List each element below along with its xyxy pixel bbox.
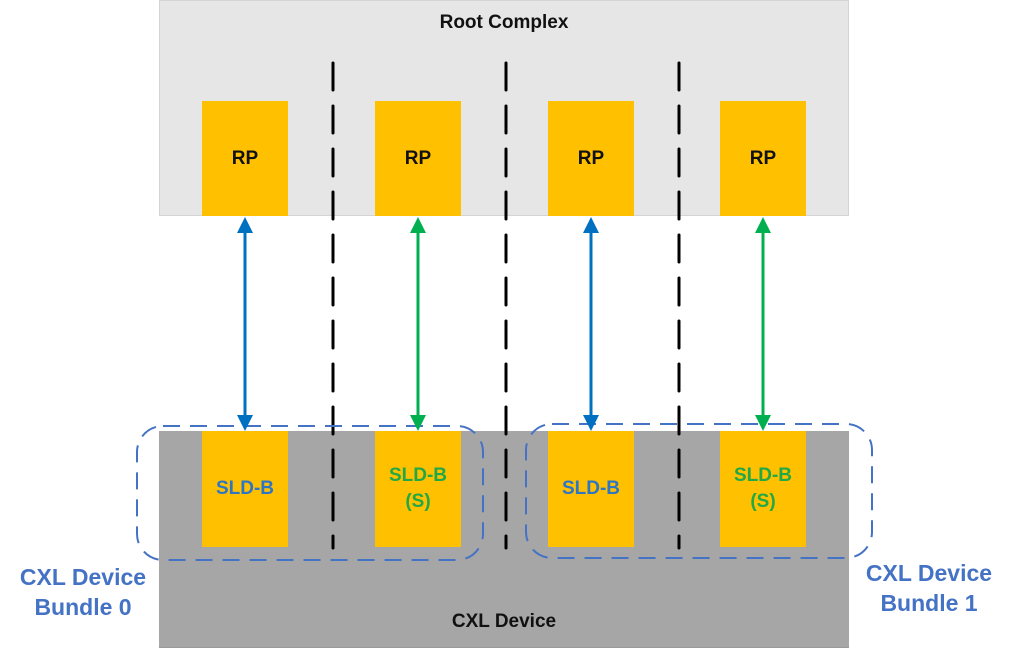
sld-3: SLD-B (S) — [720, 431, 806, 547]
arrowhead-up — [237, 217, 253, 233]
sld-1: SLD-B (S) — [375, 431, 461, 547]
root-port-3: RP — [720, 101, 806, 216]
link-arrow-2 — [583, 217, 599, 431]
link-arrow-3 — [755, 217, 771, 431]
bundle-1-outline — [525, 423, 873, 559]
root-port-0: RP — [202, 101, 288, 216]
root-port-1: RP — [375, 101, 461, 216]
cxl-device-label: CXL Device — [451, 611, 557, 632]
root-complex-label: Root Complex — [439, 12, 569, 33]
arrowhead-down — [755, 415, 771, 431]
arrowhead-up — [583, 217, 599, 233]
arrowhead-down — [410, 415, 426, 431]
sld-0: SLD-B — [202, 431, 288, 547]
root-port-2: RP — [548, 101, 634, 216]
bundle-1-label: CXL Device Bundle 1 — [865, 560, 993, 616]
arrowhead-down — [237, 415, 253, 431]
bundle-0-outline — [136, 425, 484, 561]
link-arrow-1 — [410, 217, 426, 431]
bundle-0-label: CXL Device Bundle 0 — [19, 564, 147, 620]
arrowhead-up — [755, 217, 771, 233]
link-arrow-0 — [237, 217, 253, 431]
arrowhead-up — [410, 217, 426, 233]
arrowhead-down — [583, 415, 599, 431]
sld-2: SLD-B — [548, 431, 634, 547]
